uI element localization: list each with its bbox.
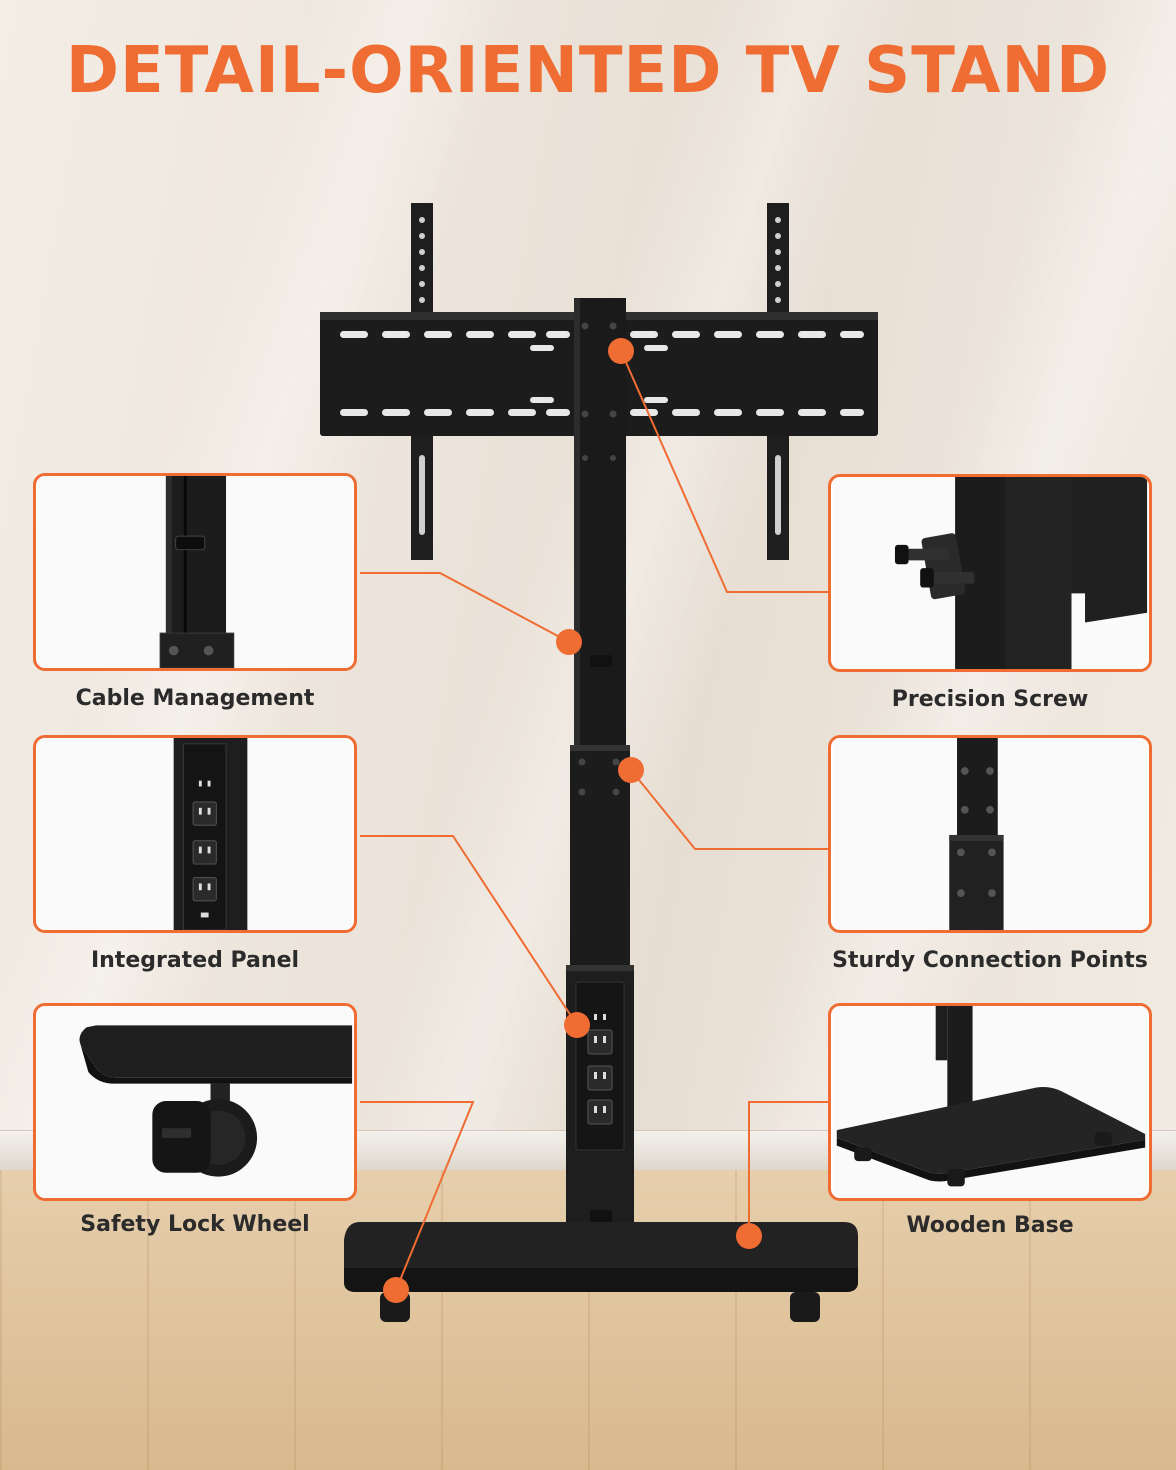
cable-management-image [37, 476, 353, 668]
safety-lock-wheel-image [37, 1006, 353, 1198]
safety-lock-wheel-panel [33, 1003, 357, 1201]
headline: DETAIL-ORIENTED TV STAND [65, 34, 1111, 108]
precision-screw-panel [828, 474, 1152, 672]
sturdy-connection-points-panel [828, 735, 1152, 933]
integrated-panel-image [37, 738, 353, 930]
precision-screw-image [832, 477, 1148, 669]
wheels [380, 1292, 820, 1322]
precision-screw-label: Precision Screw [891, 687, 1089, 712]
wooden-base-panel [828, 1003, 1152, 1201]
sturdy-connection-points-image [832, 738, 1148, 930]
integrated-panel-label: Integrated Panel [90, 948, 300, 973]
upper-column [574, 298, 626, 750]
sturdy-connection-points-label: Sturdy Connection Points [832, 948, 1148, 973]
safety-lock-wheel-label: Safety Lock Wheel [80, 1212, 310, 1237]
cable-management-label: Cable Management [75, 686, 315, 711]
cable-management-panel [33, 473, 357, 671]
wooden-base-label: Wooden Base [906, 1213, 1074, 1238]
middle-column [570, 745, 630, 970]
wooden-base-image [832, 1006, 1148, 1198]
integrated-panel-panel [33, 735, 357, 933]
